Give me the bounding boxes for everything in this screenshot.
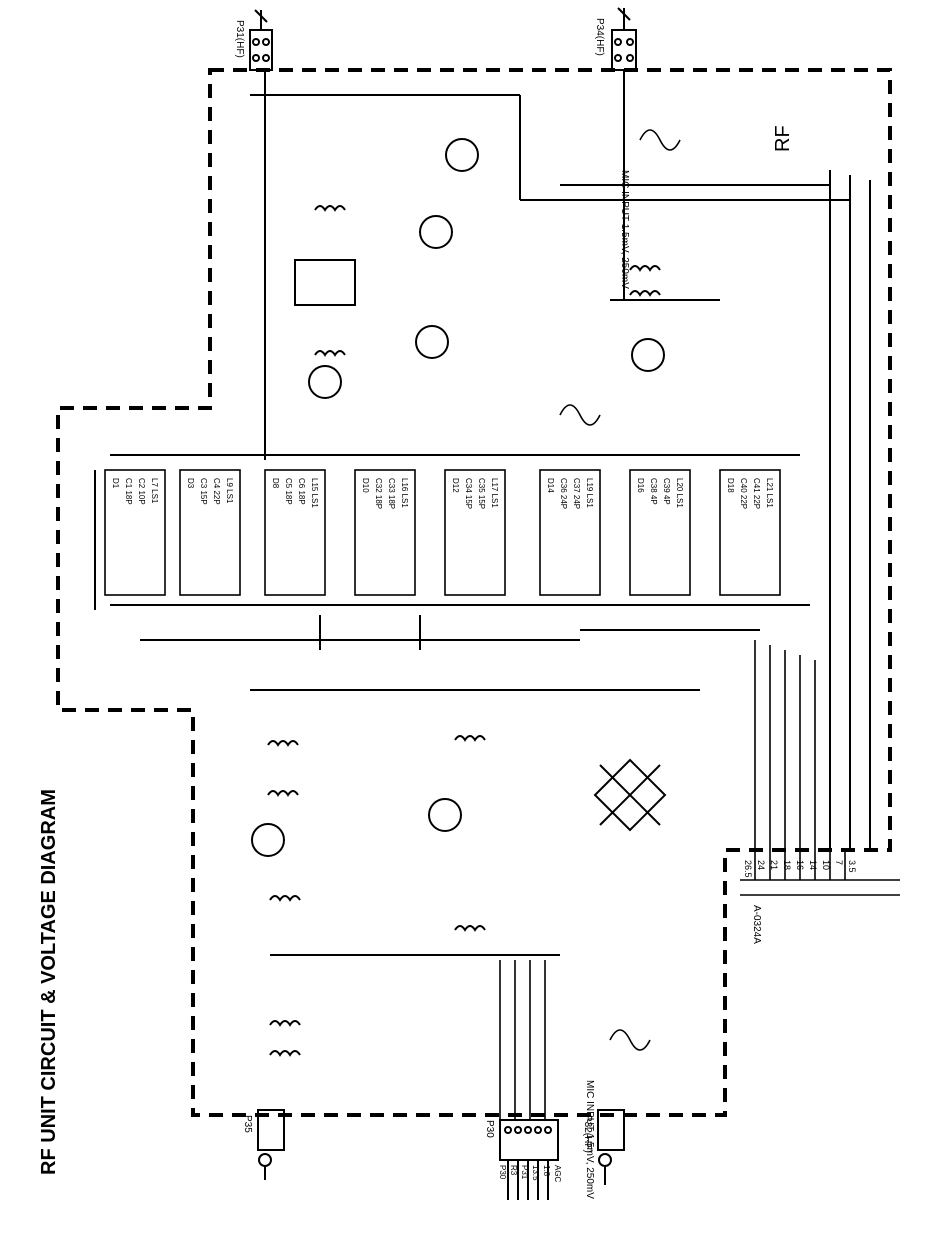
right-pin-label: 21 [769, 860, 779, 870]
filter-bank-label: C33 18P [387, 478, 396, 509]
pin-lines [499, 640, 900, 1120]
bottom-pin-label: P31 [520, 1165, 529, 1180]
filter-bank-label: C39 4P [662, 478, 671, 505]
connector-p31-label: P31(HF) [234, 20, 245, 58]
board-id: A-0324A [751, 905, 762, 944]
connector-p35-label: P35 [242, 1115, 253, 1133]
coils [267, 205, 661, 1057]
filter-bank-label: L9 LS1 [225, 478, 234, 504]
filter-bank-label: C37 24P [572, 478, 581, 509]
right-pin-label: 18 [782, 860, 792, 870]
connector-p32 [597, 1109, 625, 1185]
bottom-pin-label: R3 [509, 1165, 518, 1176]
right-pin-label: 24 [756, 860, 766, 870]
right-pin-label: 3.5 [847, 860, 857, 873]
filter-bank-label: C34 15P [464, 478, 473, 509]
right-pin-label: 14 [808, 860, 818, 870]
shield-outline [56, 68, 892, 1117]
connector-p30 [499, 1119, 559, 1200]
filter-bank-label: C32 18P [374, 478, 383, 509]
filter-bank-label: D14 [546, 478, 555, 493]
filter-bank-label: C40 22P [739, 478, 748, 509]
diode-bridge [593, 758, 667, 832]
diagram-title: RF UNIT CIRCUIT & VOLTAGE DIAGRAM [38, 789, 60, 1175]
mic-input-bottom: MIC INPUT 1.5mV, 250mV [584, 1080, 595, 1199]
right-pin-label: 26.5 [743, 860, 753, 878]
connector-p31 [249, 9, 273, 71]
filter-bank-label: L20 LS1 [675, 478, 684, 508]
filter-bank-label: D8 [271, 478, 280, 489]
right-pin-label: 7 [834, 860, 844, 865]
filter-bank-label: D1 [111, 478, 120, 489]
unit-label: RF [772, 125, 794, 152]
filter-bank-label: C1 18P [124, 478, 133, 505]
filter-bank-label: C6 18P [297, 478, 306, 505]
filter-bank-label: L16 LS1 [400, 478, 409, 508]
mic-input-top: MIC INPUT 1.5mV, 250mV [619, 170, 630, 289]
filter-bank-label: C36 24P [559, 478, 568, 509]
filter-bank-label: C4 22P [212, 478, 221, 505]
filter-bank-label: C35 15P [477, 478, 486, 509]
bottom-pin-label: 13.5 [531, 1165, 540, 1181]
bottom-pin-label: AGC [553, 1165, 562, 1183]
filter-bank-label: D18 [726, 478, 735, 493]
bus-lines [94, 70, 871, 956]
filter-bank-label: D16 [636, 478, 645, 493]
filter-bank-label: L19 LS1 [585, 478, 594, 508]
filter-bank-label: L17 LS1 [490, 478, 499, 508]
filter-bank-label: L15 LS1 [310, 478, 319, 508]
filter-bank-label: L21 LS1 [765, 478, 774, 508]
filter-banks [104, 469, 781, 596]
filter-bank-label: L7 LS1 [150, 478, 159, 504]
connector-p35 [257, 1109, 285, 1180]
filter-bank-label: C3 15P [199, 478, 208, 505]
connector-p34 [611, 7, 637, 71]
filter-bank-label: C2 10P [137, 478, 146, 505]
transistors [251, 138, 665, 857]
bottom-pin-label: P30 [498, 1165, 507, 1180]
filter-bank-label: D12 [451, 478, 460, 493]
filter-bank-label: C41 22P [752, 478, 761, 509]
filter-bank-label: C38 4P [649, 478, 658, 505]
filter-bank-label: D10 [361, 478, 370, 493]
right-pin-label: 10 [821, 860, 831, 870]
filter-bank-label: C5 18P [284, 478, 293, 505]
right-pin-label: 16 [795, 860, 805, 870]
connector-p34-label: P34(HF) [594, 18, 605, 56]
connector-p30-label: P30 [484, 1120, 495, 1138]
waveforms [559, 129, 681, 1051]
filter-bank-label: D3 [186, 478, 195, 489]
bottom-pin-label: 1.8 [542, 1165, 551, 1177]
